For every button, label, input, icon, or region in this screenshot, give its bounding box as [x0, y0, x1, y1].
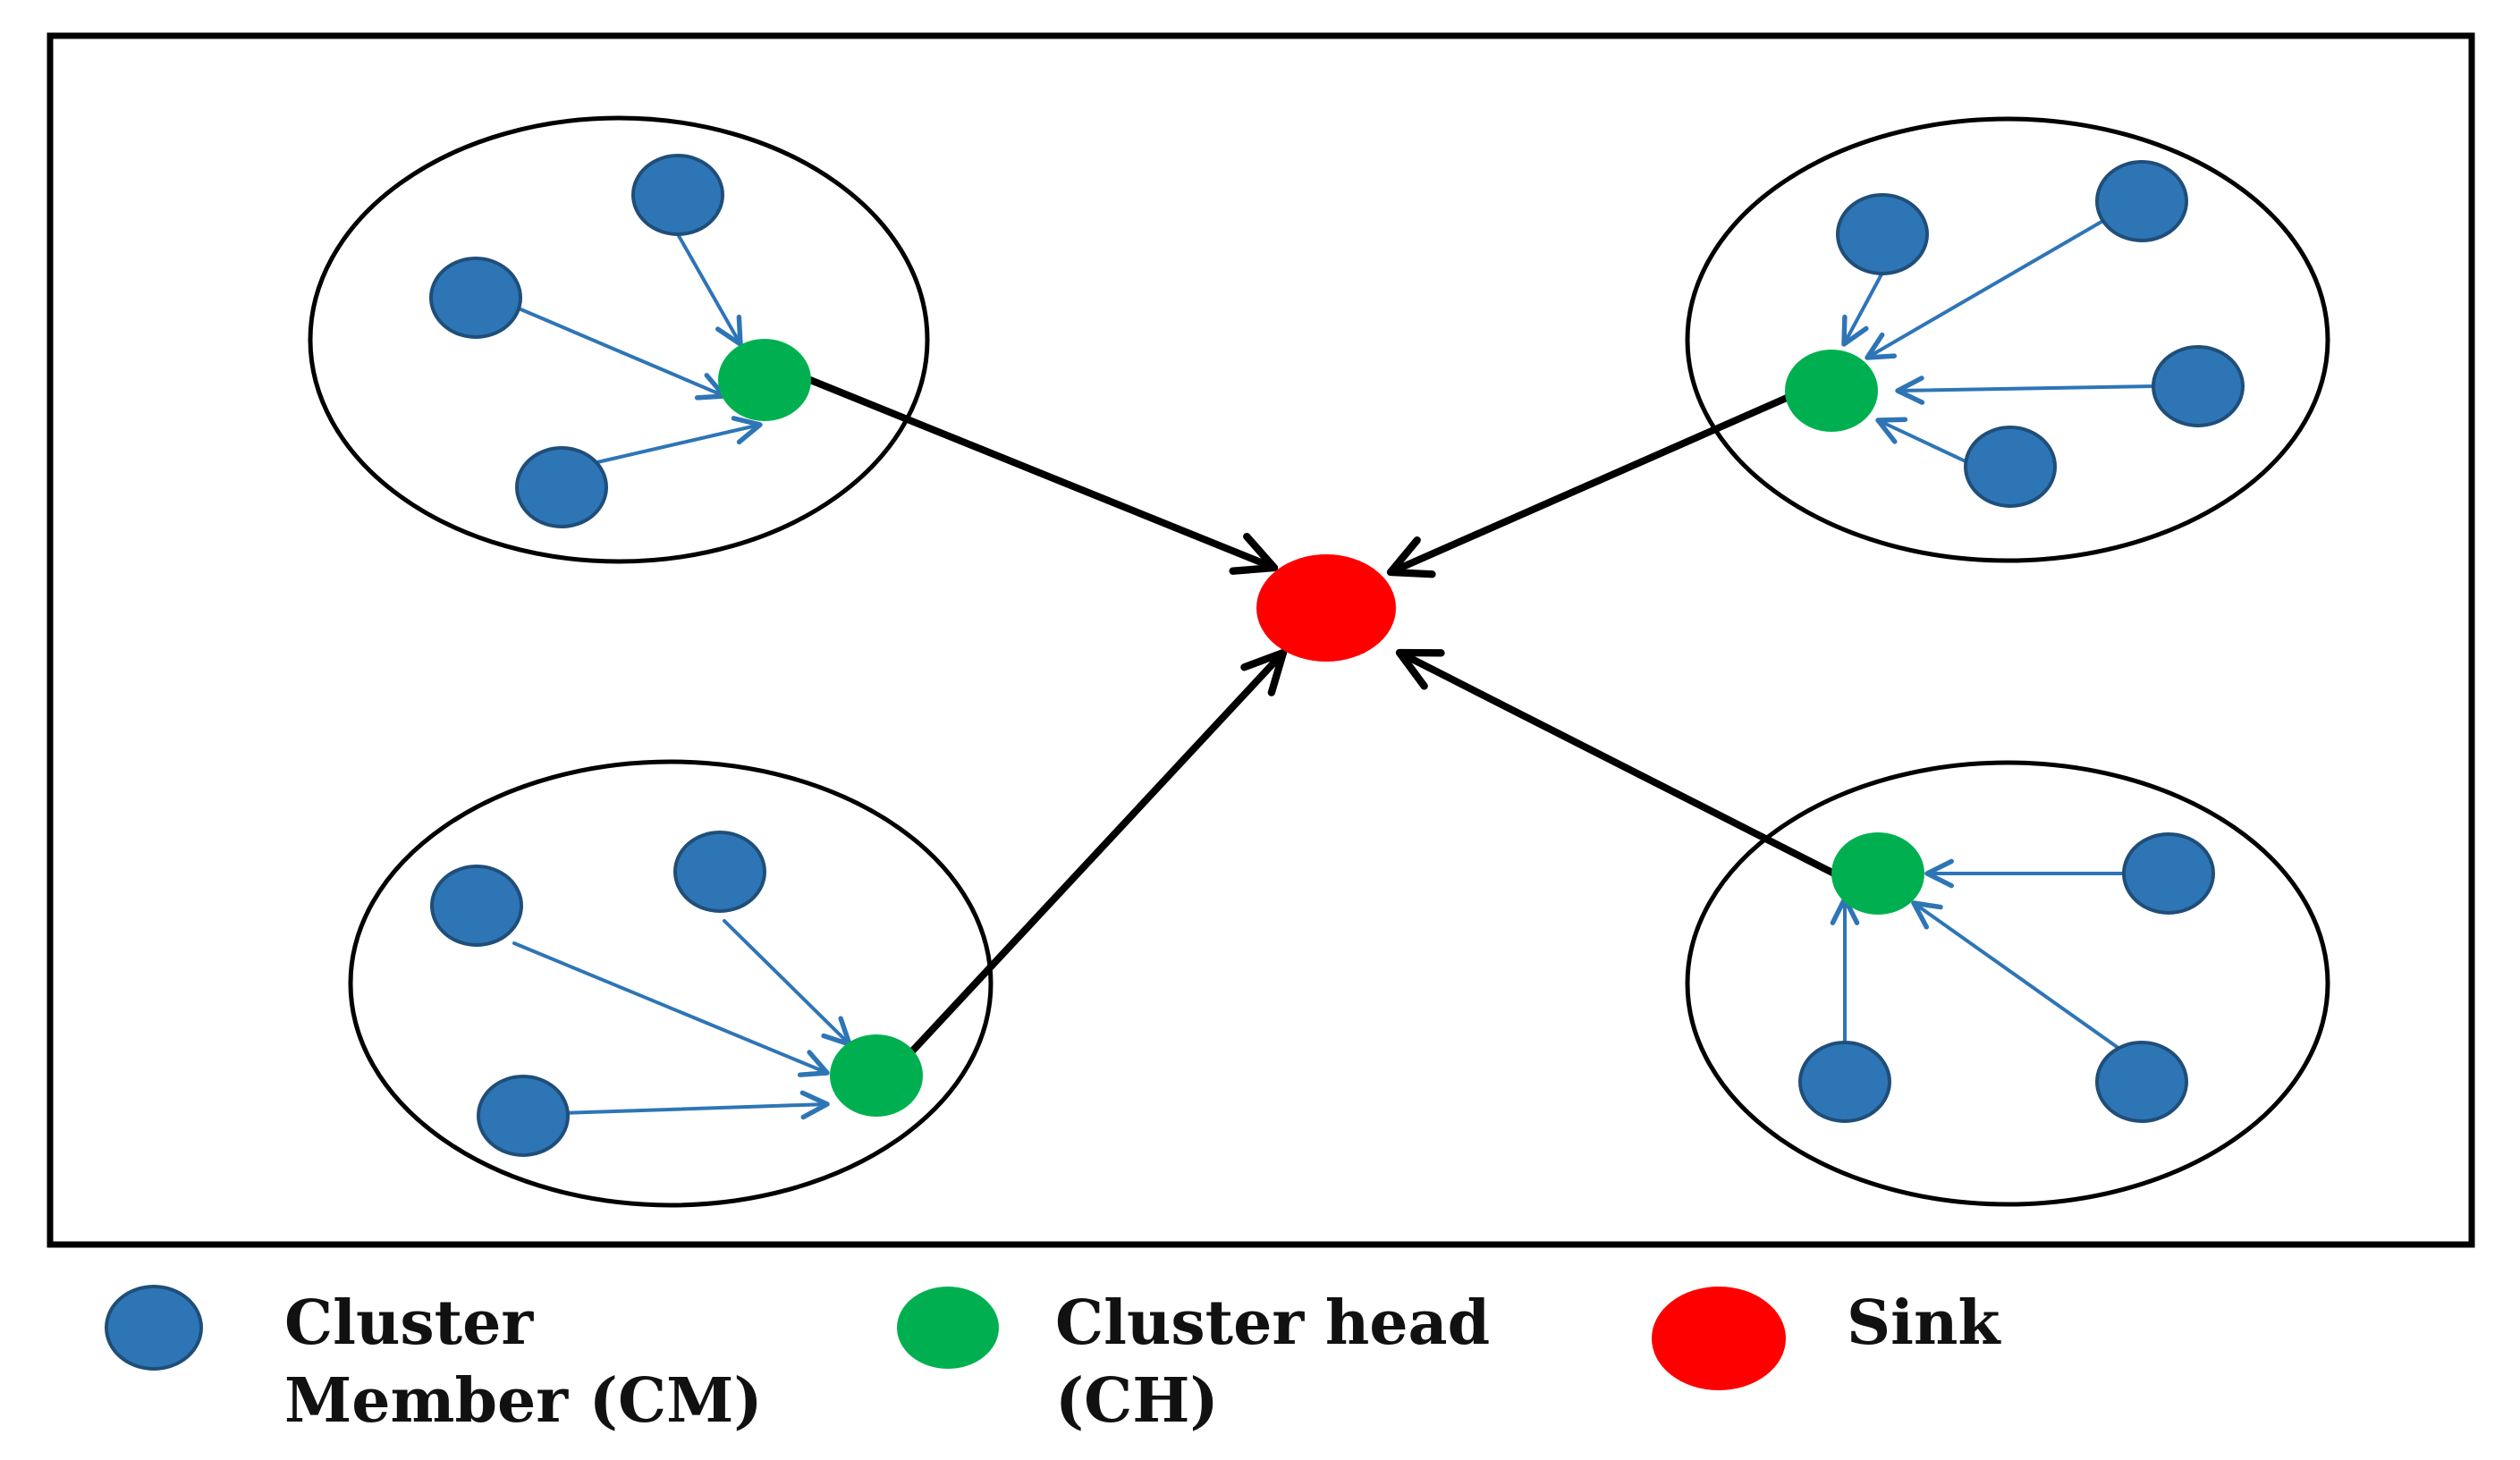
legend-sink-swatch [1652, 1287, 1786, 1390]
link-head-bl-to-sink [907, 648, 1288, 1057]
link-head-tr-to-sink [1386, 394, 1790, 578]
cluster-member-node [2122, 832, 2215, 915]
cluster-head-node [1831, 832, 1924, 915]
legend-sink-label: Sink [1847, 1287, 2001, 1359]
legend: Cluster Member (CM) Cluster head (CH) Si… [105, 1285, 2001, 1437]
legend-member-label-line1: Cluster [284, 1287, 534, 1359]
cluster-head-node [1785, 350, 1878, 432]
cluster-boundary-top-right [1685, 116, 2330, 563]
link-tr-3 [1895, 376, 2155, 405]
cluster-head-node [830, 1034, 923, 1117]
cluster-member-node [673, 831, 766, 913]
legend-head-swatch [897, 1287, 999, 1369]
link-bl-3 [560, 1090, 830, 1120]
cluster-boundary-top-left [308, 115, 930, 564]
cluster-member-node [477, 1075, 570, 1157]
cluster-heads [718, 339, 1924, 1117]
legend-member-swatch [105, 1285, 203, 1371]
link-bl-1 [723, 919, 852, 1047]
cluster-members [429, 154, 2245, 1157]
cluster-boundary-bottom-left [348, 759, 994, 1208]
cluster-member-node [429, 257, 522, 339]
member-to-head-links [512, 220, 2155, 1120]
cluster-member-node [1964, 426, 2057, 508]
network-frame [47, 32, 2475, 1248]
cluster-member-node [2152, 345, 2245, 427]
cluster-member-node [2095, 160, 2188, 242]
link-tr-1 [1841, 271, 1884, 347]
cluster-member-node [631, 154, 724, 236]
cluster-member-node [2095, 1041, 2188, 1123]
cluster-head-node [718, 339, 811, 421]
legend-member-label-line2: Member (CM) [284, 1365, 763, 1437]
cluster-member-node [1798, 1041, 1891, 1123]
link-br-2 [1911, 900, 2130, 1057]
link-head-br-to-sink [1395, 648, 1839, 878]
link-tl-3 [596, 416, 763, 464]
legend-head-label-line1: Cluster head [1055, 1287, 1490, 1359]
cluster-member-node [1836, 193, 1929, 275]
link-bl-2 [512, 941, 830, 1077]
head-to-sink-links [807, 376, 1839, 1057]
link-tr-2 [1865, 220, 2103, 360]
cluster-member-node [515, 446, 608, 528]
link-tl-1 [676, 232, 743, 347]
cluster-member-node [430, 865, 523, 947]
link-head-tl-to-sink [807, 376, 1279, 575]
link-tr-4 [1875, 417, 1969, 464]
sink-node [1256, 554, 1396, 662]
cluster-boundary-bottom-right [1685, 760, 2330, 1207]
legend-head-label-line2: (CH) [1055, 1365, 1219, 1437]
link-tl-2 [517, 307, 727, 401]
